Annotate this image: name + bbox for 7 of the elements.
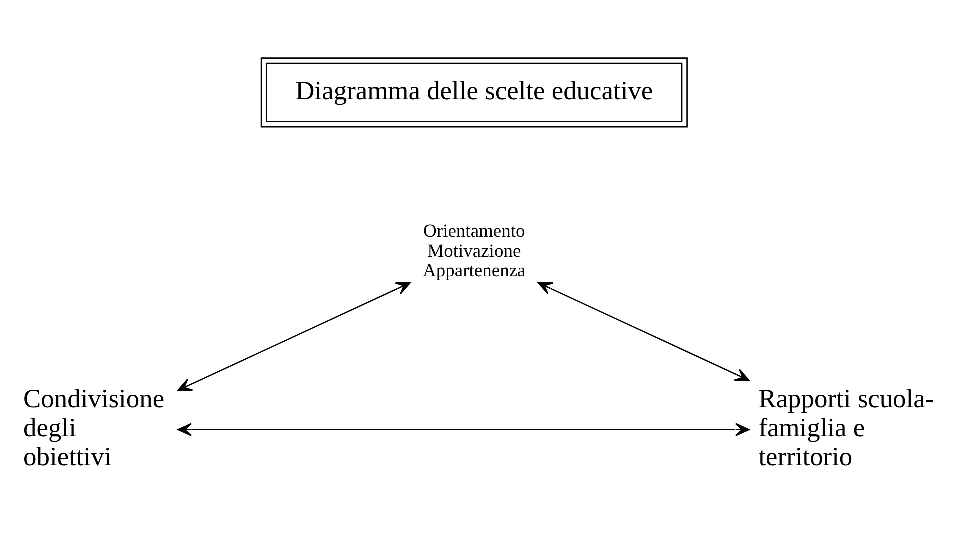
arrow xyxy=(538,282,750,381)
node-box: Diagramma delle scelte educative xyxy=(260,57,688,128)
node-text: Rapporti scuola-famiglia e territorio xyxy=(758,382,934,472)
node-text: Condivisione degli obiettivi xyxy=(24,382,165,472)
node-text: Orientamento Motivazione Appartenenza xyxy=(423,222,526,282)
arrow xyxy=(178,282,411,391)
arrow xyxy=(178,422,750,436)
